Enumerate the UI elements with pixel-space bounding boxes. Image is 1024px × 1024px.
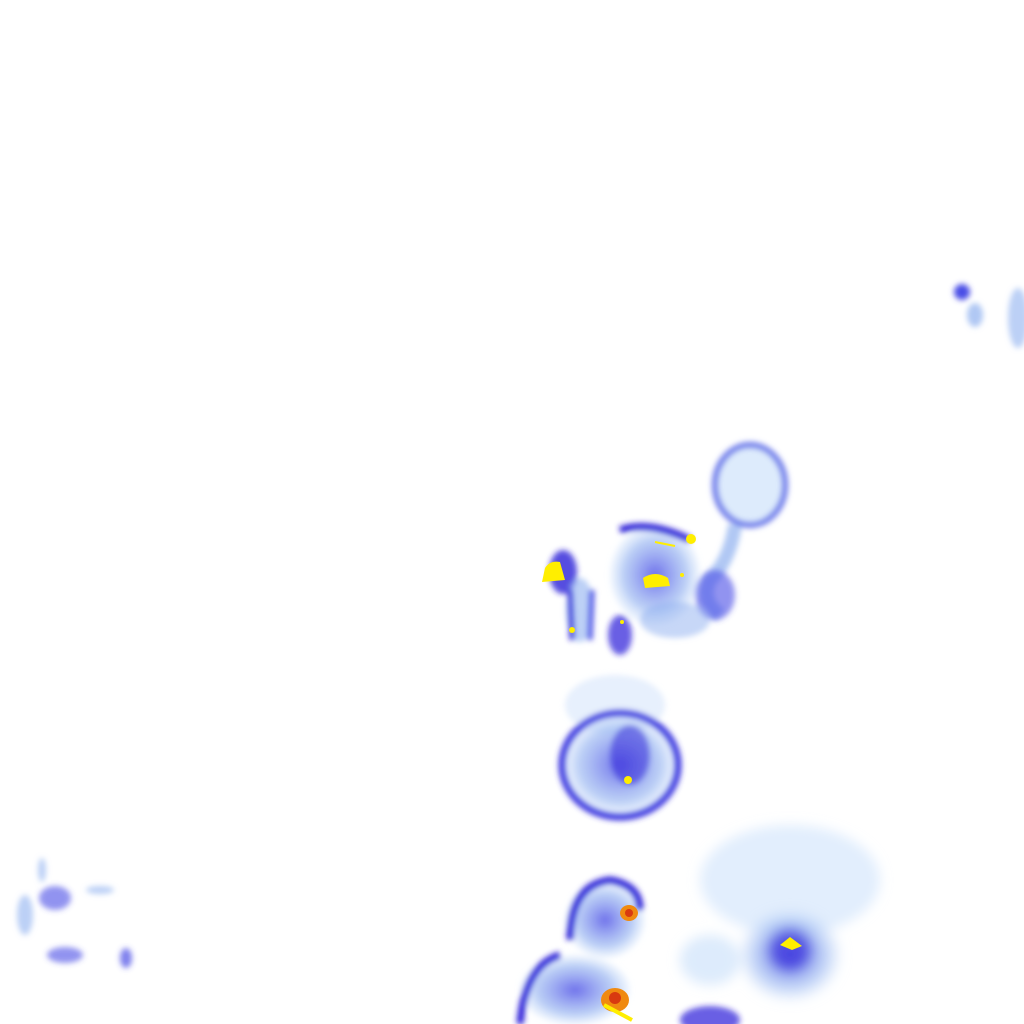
cell-cluster-middle <box>542 523 735 655</box>
cell-round-center <box>558 675 682 821</box>
cell-top-right <box>954 284 1024 348</box>
cell-bottom-left-faint <box>17 858 132 968</box>
intensity-peak <box>780 937 802 950</box>
intensity-peak <box>542 534 696 633</box>
intensity-peak <box>624 776 632 784</box>
cell-bottom-left-cluster <box>516 876 740 1024</box>
cell-bottom-right <box>680 825 880 1000</box>
